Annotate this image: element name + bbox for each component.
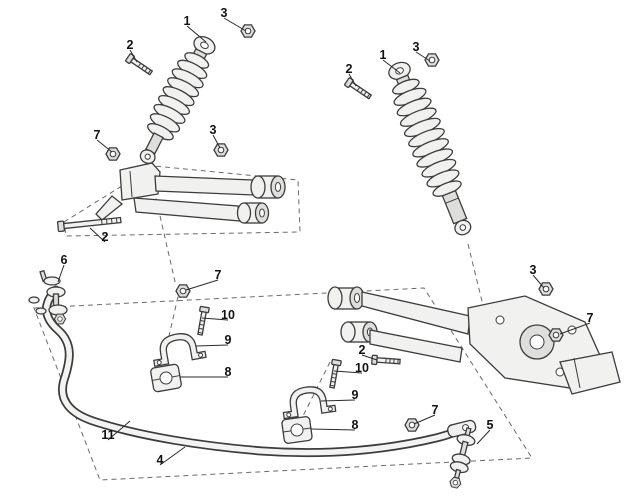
right-knuckle-assembly (327, 286, 621, 395)
stabilizer-bushing (281, 416, 313, 444)
callout-label-10: 10 (355, 361, 369, 376)
callout-leader-line (382, 59, 401, 74)
callout-label-7: 7 (431, 403, 439, 418)
stabilizer-bracket (153, 333, 207, 368)
callout-label-7: 7 (93, 128, 101, 143)
callout-label-2: 2 (358, 343, 366, 358)
callout-leader-line (413, 414, 436, 425)
left-shock-absorber (139, 35, 216, 165)
callout-leader-line (415, 51, 431, 62)
callout-leader-line (361, 354, 378, 361)
right-shock-absorber (388, 61, 472, 236)
callout-label-9: 9 (224, 333, 232, 348)
callout-leader-line (320, 399, 356, 402)
callout-leader-line (89, 227, 106, 243)
callout-label-2: 2 (126, 38, 134, 53)
callout-label-3: 3 (209, 123, 217, 138)
stabilizer-bar (42, 285, 477, 458)
callout-leader-line (96, 139, 113, 153)
callout-label-5: 5 (486, 418, 494, 433)
callout-label-2: 2 (345, 62, 353, 77)
callout-label-8: 8 (351, 418, 359, 433)
callout-label-9: 9 (351, 388, 359, 403)
callout-label-1: 1 (183, 14, 191, 29)
callout-leader-line (532, 274, 545, 289)
callout-leader-line (212, 134, 221, 149)
callout-leader-line (186, 25, 207, 43)
callout-leader-line (57, 264, 65, 283)
callout-label-1: 1 (379, 48, 387, 63)
callout-leader-line (159, 446, 186, 466)
callout-label-3: 3 (529, 263, 537, 278)
callout-leader-line (333, 370, 363, 374)
stabilizer-bushing (150, 363, 182, 393)
callout-leader-line (310, 428, 356, 431)
callout-leader-line (107, 420, 131, 441)
callout-leader-line (195, 344, 229, 347)
callout-label-7: 7 (586, 311, 594, 326)
callout-leader-line (201, 317, 229, 321)
callout-label-3: 3 (412, 40, 420, 55)
left-link-washers (28, 296, 47, 315)
callout-label-8: 8 (224, 365, 232, 380)
left-control-arm (95, 162, 286, 224)
callout-leader-line (223, 17, 247, 32)
callout-label-11: 11 (101, 428, 115, 443)
callout-leader-line (129, 49, 138, 63)
stabilizer-bracket (282, 386, 337, 420)
callout-leader-line (476, 429, 491, 445)
callout-leader-line (185, 279, 219, 291)
callout-label-10: 10 (221, 308, 235, 323)
callout-label-2: 2 (101, 230, 109, 245)
callout-label-6: 6 (60, 253, 68, 268)
right-end-link (448, 427, 476, 490)
callout-label-7: 7 (214, 268, 222, 283)
callout-leader-line (348, 73, 357, 87)
callout-label-3: 3 (220, 6, 228, 21)
left-end-link (39, 269, 68, 325)
callout-label-4: 4 (156, 453, 164, 468)
callout-leader-line (559, 322, 591, 335)
